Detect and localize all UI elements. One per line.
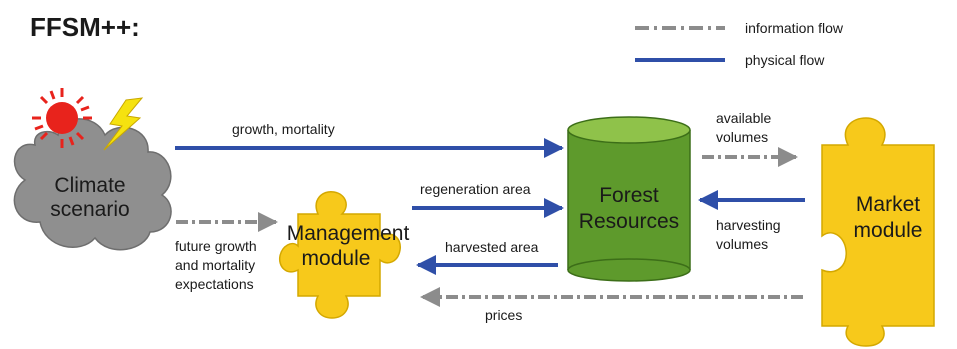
climate-scenario-node: Climate scenario [13,88,172,251]
sun-icon [32,88,92,148]
puzzle-piece-icon [278,191,401,319]
climate-label-line2: scenario [50,198,129,221]
future-expectations-label-line2: and mortality [175,257,255,273]
legend-information-flow-label: information flow [745,20,844,36]
market-module-node: Market module [821,117,935,347]
cloud-icon [13,118,172,251]
arrows: growth, mortality available volumes rege… [175,110,805,323]
management-label-line1: Management [287,222,410,245]
available-volumes-label-line2: volumes [716,129,768,145]
climate-label-line1: Climate [54,174,125,197]
future-expectations-label-line1: future growth [175,238,257,254]
legend: information flow physical flow [635,20,844,68]
forest-label-line2: Resources [579,210,679,233]
management-label-line2: module [302,247,371,270]
prices-label: prices [485,307,522,323]
cylinder-top [567,116,691,144]
forest-label-line1: Forest [599,184,659,207]
harvested-area-label: harvested area [445,239,539,255]
legend-physical-flow-label: physical flow [745,52,825,68]
available-volumes-label-line1: available [716,110,771,126]
harvesting-volumes-label-line1: harvesting [716,217,781,233]
regeneration-area-label: regeneration area [420,181,531,197]
growth-mortality-label: growth, mortality [232,121,335,137]
forest-resources-node: Forest Resources [567,116,691,282]
harvesting-volumes-label-line2: volumes [716,236,768,252]
future-expectations-label-line3: expectations [175,276,254,292]
management-module-node: Management module [278,191,410,319]
diagram-title: FFSM++: [30,12,140,42]
lightning-icon [103,97,144,151]
market-label-line2: module [854,219,923,242]
market-label-line1: Market [856,193,920,216]
puzzle-piece-icon [821,117,935,347]
